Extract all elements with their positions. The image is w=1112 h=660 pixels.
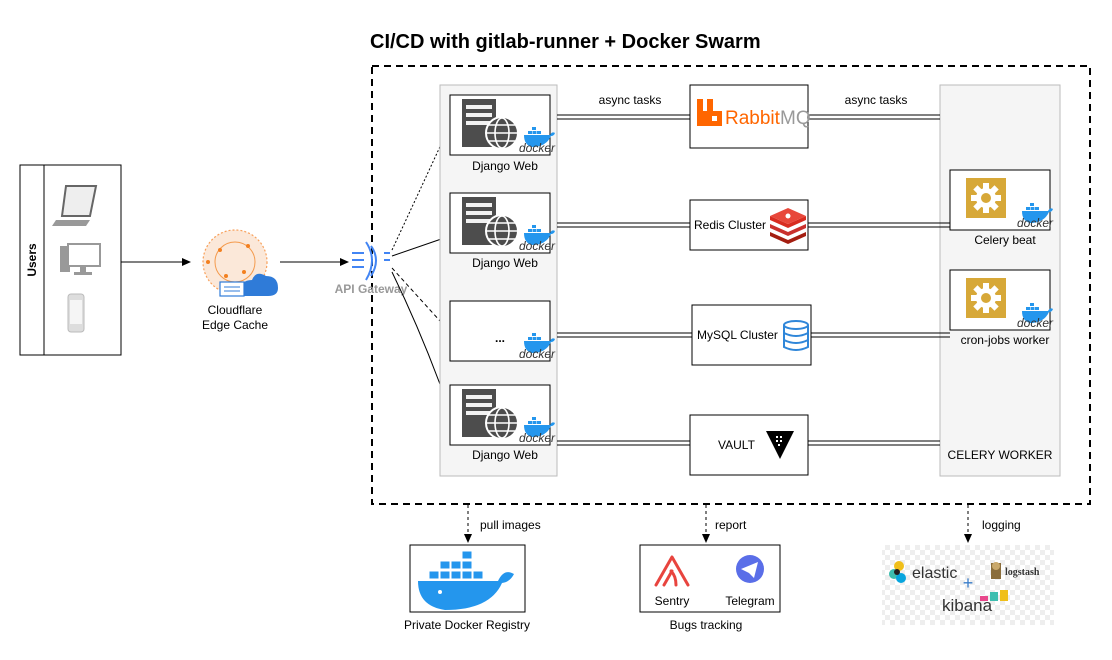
celery-beat-label: Celery beat — [974, 233, 1036, 247]
async-tasks-left-label: async tasks — [599, 93, 662, 107]
connector-lines — [557, 114, 950, 446]
registry-label: Private Docker Registry — [404, 618, 530, 632]
async-tasks-right-label: async tasks — [845, 93, 908, 107]
plus-label: + — [963, 573, 974, 593]
docker-badge: docker — [519, 141, 556, 155]
diagram-title: CI/CD with gitlab-runner + Docker Swarm — [370, 31, 761, 53]
vault-node: VAULT — [689, 414, 809, 476]
docker-badge: docker — [519, 431, 556, 445]
web-node-label: Django Web — [472, 256, 538, 270]
bugs-tracking: Sentry Telegram Bugs tracking — [639, 544, 781, 632]
cron-jobs-label: cron-jobs worker — [961, 333, 1050, 347]
docker-whale-icon — [418, 550, 514, 610]
docker-registry: Private Docker Registry — [404, 544, 530, 632]
gear-icon — [966, 278, 1006, 318]
web-node-1: docker Django Web — [449, 94, 556, 173]
database-icon — [783, 320, 809, 351]
cloudflare-icon — [202, 229, 278, 297]
rabbitmq-label-part1: Rabbit — [725, 108, 781, 129]
gear-icon — [966, 178, 1006, 218]
telegram-label: Telegram — [725, 594, 774, 608]
cron-jobs-node: docker cron-jobs worker — [949, 269, 1054, 347]
sentry-label: Sentry — [655, 594, 690, 608]
desktop-icon — [60, 243, 101, 275]
api-gateway-icon — [352, 241, 390, 281]
elk-stack: elastic logstash + kibana — [882, 545, 1054, 625]
web-node-4: docker Django Web — [449, 384, 556, 462]
telegram-icon — [736, 555, 764, 583]
web-node-label: Django Web — [472, 448, 538, 462]
logstash-label: logstash — [1005, 567, 1040, 578]
vault-icon — [766, 431, 794, 459]
elastic-icon — [889, 561, 906, 583]
mobile-icon — [67, 293, 85, 333]
logging-label: logging — [982, 518, 1021, 532]
web-node-3: ... docker — [449, 300, 556, 362]
mysql-node: MySQL Cluster — [691, 304, 812, 366]
docker-badge: docker — [1017, 316, 1054, 330]
api-gateway-label: API Gateway — [335, 282, 408, 296]
docker-badge: docker — [519, 239, 556, 253]
rabbitmq-node: Rabbit MQ — [689, 84, 811, 149]
rabbitmq-icon — [697, 99, 722, 126]
swarm-boundary — [371, 65, 1091, 505]
laptop-icon — [52, 185, 98, 226]
users-label: Users — [25, 243, 39, 277]
cloudflare-edge-cache: Cloudflare Edge Cache — [202, 229, 278, 332]
users-panel: Users — [19, 164, 122, 356]
web-node-label: Django Web — [472, 159, 538, 173]
celery-beat-node: docker Celery beat — [949, 169, 1054, 247]
redis-label: Redis Cluster — [694, 218, 766, 232]
kibana-icon — [980, 590, 1008, 601]
mysql-label: MySQL Cluster — [697, 328, 778, 342]
ellipsis-label: ... — [495, 331, 505, 345]
docker-badge: docker — [519, 347, 556, 361]
cloudflare-label-line1: Cloudflare — [208, 303, 263, 317]
celery-worker-label: CELERY WORKER — [948, 448, 1053, 462]
vault-label: VAULT — [718, 438, 756, 452]
cloudflare-label-line2: Edge Cache — [202, 318, 268, 332]
docker-badge: docker — [1017, 216, 1054, 230]
report-label: report — [715, 518, 747, 532]
pull-images-label: pull images — [480, 518, 541, 532]
redis-node: Redis Cluster — [689, 199, 809, 251]
sentry-icon — [654, 555, 690, 587]
bugs-tracking-label: Bugs tracking — [670, 618, 743, 632]
elastic-label: elastic — [912, 565, 957, 582]
logstash-icon — [991, 562, 1001, 579]
redis-icon — [770, 208, 806, 244]
api-gateway: API Gateway — [335, 241, 408, 296]
rabbitmq-label-part2: MQ — [780, 108, 811, 129]
kibana-label: kibana — [942, 596, 993, 615]
web-node-2: docker Django Web — [449, 192, 556, 270]
